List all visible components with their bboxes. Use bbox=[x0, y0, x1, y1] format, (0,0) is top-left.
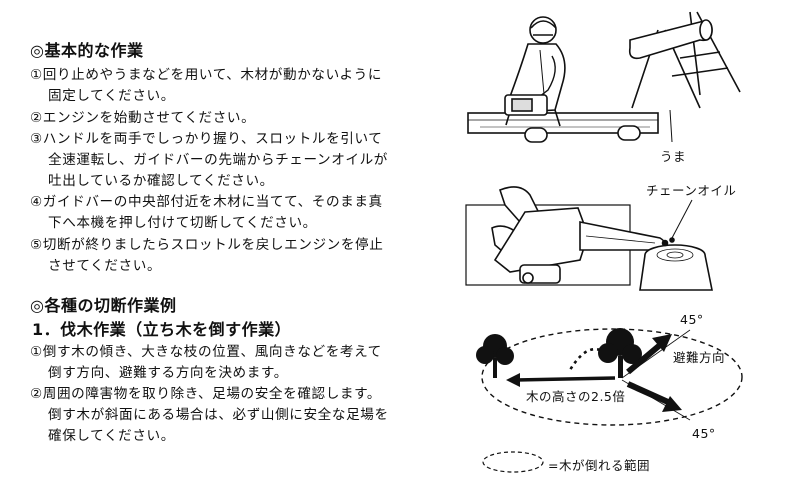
section1-line: ⑤切断が終りましたらスロットルを戻しエンジンを停止 bbox=[30, 237, 384, 253]
section1-line: ①回り止めやうまなどを用いて、木材が動かないように bbox=[30, 67, 383, 83]
section2-line: 倒す木が斜面にある場合は、必ず山側に安全な足場を bbox=[48, 407, 389, 423]
legend-label: =木が倒れる範囲 bbox=[548, 458, 650, 473]
section1-line: ②エンジンを始動させてください。 bbox=[30, 110, 256, 126]
chainsaw-figure bbox=[465, 186, 713, 291]
section1-line: 全速運転し、ガイドバーの先端からチェーンオイルが bbox=[48, 152, 388, 168]
tree-height-label: 木の高さの2.5倍 bbox=[526, 389, 626, 404]
angle-bottom-label: 45° bbox=[692, 426, 716, 441]
chain-oil-label: チェーンオイル bbox=[646, 183, 737, 198]
section2-line: 確保してください。 bbox=[48, 428, 175, 444]
angle-top-label: 45° bbox=[680, 312, 704, 327]
section2-subheading: 1．伐木作業（立ち木を倒す作業） bbox=[32, 320, 292, 339]
section1-line: ④ガイドバーの中央部付近を木材に当てて、そのまま真 bbox=[30, 194, 383, 210]
section1-line: 下へ本機を押し付けて切断してください。 bbox=[48, 215, 317, 231]
tree-left bbox=[476, 334, 514, 378]
section1-line: 固定してください。 bbox=[48, 88, 175, 104]
sawhorse-label: うま bbox=[660, 149, 687, 164]
felling-diagram bbox=[476, 328, 743, 473]
section2-heading: ◎各種の切断作業例 bbox=[30, 296, 177, 315]
section1-line: させてください。 bbox=[48, 258, 162, 274]
escape-direction-label: 避難方向 bbox=[673, 350, 726, 365]
section1-heading: ◎基本的な作業 bbox=[30, 41, 144, 60]
section2-line: ②周囲の障害物を取り除き、足場の安全を確認します。 bbox=[30, 386, 382, 402]
section2-line: 倒す方向、避難する方向を決めます。 bbox=[48, 365, 288, 381]
sawhorse-figure bbox=[467, 11, 741, 143]
tree-center bbox=[598, 328, 642, 378]
section2-line: ①倒す木の傾き、大きな枝の位置、風向きなどを考えて bbox=[30, 344, 382, 360]
section1-line: ③ハンドルを両手でしっかり握り、スロットルを引いて bbox=[30, 131, 383, 147]
section1-line: 吐出しているか確認してください。 bbox=[48, 173, 274, 189]
